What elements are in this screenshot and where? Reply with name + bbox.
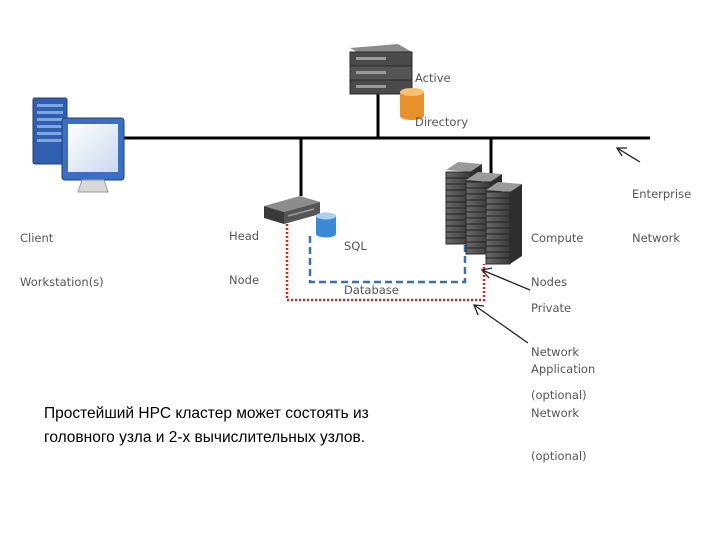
- directory-database-icon: [400, 88, 424, 120]
- head-node-server-icon: [264, 196, 320, 224]
- sql-database-icon: [316, 212, 336, 238]
- compute-nodes-icon: [445, 162, 522, 265]
- caption-line: головного узла и 2-х вычислительных узло…: [44, 429, 366, 446]
- application-network-arrow: [472, 304, 529, 344]
- caption-line: Простейший HPC кластер может состоять из: [44, 405, 369, 422]
- head-node-label: Head Node: [229, 229, 260, 287]
- client-workstation-label: Client Workstation(s): [20, 231, 104, 289]
- application-network-label: Application Network (optional): [531, 362, 596, 463]
- private-network-label: Private Network (optional): [531, 301, 587, 402]
- enterprise-network-label: Enterprise Network: [632, 187, 692, 245]
- caption-text: Простейший HPC кластер может состоять из…: [44, 402, 504, 450]
- compute-nodes-label: Compute Nodes: [531, 231, 584, 289]
- active-directory-label: Active Directory: [415, 71, 469, 129]
- enterprise-network-arrow: [615, 147, 641, 163]
- sql-database-label: SQL Database: [344, 239, 399, 297]
- active-directory-server-icon: [349, 44, 413, 95]
- application-network-line: [285, 224, 486, 302]
- client-workstation-icon: [32, 97, 125, 193]
- private-network-line: [308, 236, 467, 284]
- private-network-arrow: [480, 267, 531, 291]
